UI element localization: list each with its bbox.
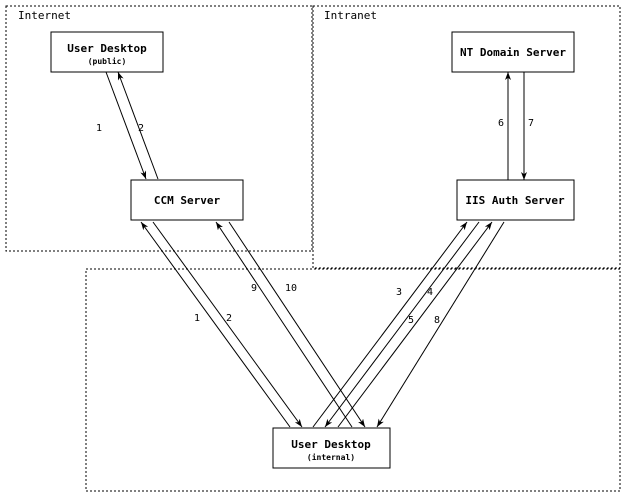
- flow-line-step-9: [215, 221, 353, 428]
- node-iis-auth-server-title: IIS Auth Server: [465, 194, 565, 207]
- zone-internet-border: [5, 5, 313, 252]
- step-label-3: 3: [396, 287, 402, 298]
- flow-line-step-2-public: [117, 71, 159, 180]
- step-label-10: 10: [285, 283, 297, 294]
- node-user-desktop-internal-subtitle: (internal): [307, 452, 355, 462]
- flow-line-step-3: [312, 221, 468, 428]
- node-user-desktop-public-title: User Desktop: [67, 42, 147, 55]
- zone-internal: [85, 268, 621, 492]
- node-ccm-server-box[interactable]: [130, 179, 244, 221]
- flow-iis-nt-domain: 6 7: [498, 72, 534, 180]
- flow-ccm-internal-desktop-910: 9 10: [215, 221, 366, 428]
- flow-line-step-8: [376, 221, 505, 428]
- zone-internet-label: Internet: [18, 9, 71, 22]
- step-label-1-internal: 1: [194, 313, 200, 324]
- flow-line-step-1-internal: [140, 221, 291, 428]
- zone-internal-border: [85, 268, 621, 492]
- node-user-desktop-internal[interactable]: User Desktop (internal): [272, 427, 391, 469]
- flow-line-step-5: [337, 221, 493, 428]
- step-label-6: 6: [498, 118, 504, 129]
- flow-iis-internal-desktop-34: 3 4: [312, 221, 480, 428]
- node-ccm-server[interactable]: CCM Server: [130, 179, 244, 221]
- step-label-4: 4: [427, 287, 433, 298]
- flow-public-desktop-ccm: 1 2: [96, 71, 159, 180]
- flow-iis-internal-desktop-58: 5 8: [337, 221, 505, 428]
- node-user-desktop-public-box[interactable]: [50, 31, 164, 73]
- step-label-2-internal: 2: [226, 313, 232, 324]
- node-nt-domain-server-title: NT Domain Server: [460, 46, 566, 59]
- node-iis-auth-server[interactable]: IIS Auth Server: [456, 179, 575, 221]
- flow-ccm-internal-desktop-12: 1 2: [140, 221, 303, 428]
- node-iis-auth-server-box[interactable]: [456, 179, 575, 221]
- step-label-7: 7: [528, 118, 534, 129]
- zone-intranet: Intranet: [312, 5, 621, 269]
- node-user-desktop-public-subtitle: (public): [88, 56, 127, 66]
- zone-intranet-border: [312, 5, 621, 269]
- step-label-8: 8: [434, 315, 440, 326]
- zone-internet: Internet: [5, 5, 313, 252]
- step-label-5: 5: [408, 315, 414, 326]
- node-user-desktop-internal-box[interactable]: [272, 427, 391, 469]
- node-user-desktop-public[interactable]: User Desktop (public): [50, 31, 164, 73]
- node-ccm-server-title: CCM Server: [154, 194, 221, 207]
- node-nt-domain-server-box[interactable]: [451, 31, 575, 73]
- step-label-1-public: 1: [96, 123, 102, 134]
- step-label-2-public: 2: [138, 123, 144, 134]
- zone-intranet-label: Intranet: [324, 9, 377, 22]
- flow-line-step-1-public: [105, 71, 147, 180]
- node-nt-domain-server[interactable]: NT Domain Server: [451, 31, 575, 73]
- flow-line-step-10: [228, 221, 366, 428]
- flow-line-step-4: [324, 221, 480, 428]
- flow-line-step-2-internal: [152, 221, 303, 428]
- step-label-9: 9: [251, 283, 257, 294]
- node-user-desktop-internal-title: User Desktop: [291, 438, 371, 451]
